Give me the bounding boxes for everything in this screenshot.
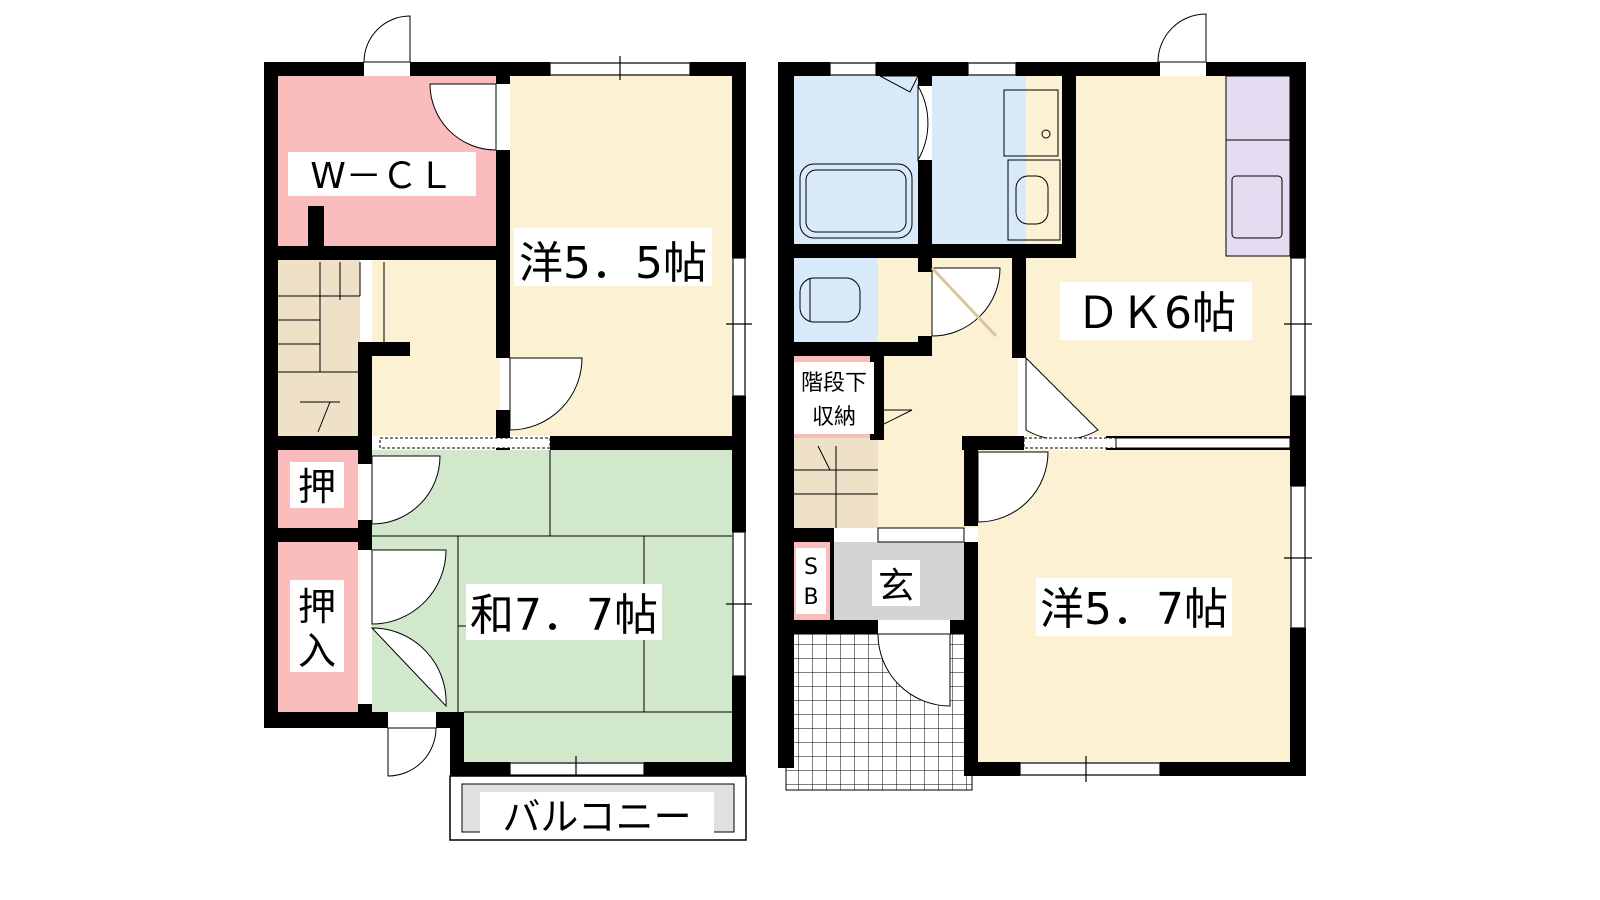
door-western-2 (977, 451, 1049, 523)
door-1f-top (1157, 13, 1207, 63)
toilet (799, 277, 861, 323)
door-bath (917, 84, 929, 162)
wcl-label: W－ＣＬ (310, 156, 454, 197)
door-2f-bottom (387, 727, 437, 777)
closet-small-label: 押 (298, 465, 336, 509)
doors-1f (877, 13, 1291, 707)
shoe-box-label-line2: B (803, 585, 818, 610)
fixtures-1f (799, 75, 1290, 323)
kitchen-counter (1225, 75, 1291, 257)
door-2f-top (363, 15, 411, 63)
label-backgrounds-1f (794, 282, 1252, 636)
door-wcl (429, 83, 497, 151)
stairs-2f-floor (278, 260, 360, 436)
balcony-label: バルコニー (502, 795, 691, 839)
hall-step (877, 527, 965, 543)
door-closet-small (371, 455, 441, 525)
windows-2f (509, 56, 752, 782)
stairs-2f (278, 262, 385, 433)
japanese-room-alcove (464, 712, 732, 762)
washbasin (1007, 159, 1061, 241)
kitchen-sink (1231, 175, 1283, 239)
door-closet-large-a (371, 549, 447, 625)
closet-large-label-line2: 入 (298, 629, 336, 673)
western-room-1-label: 洋5．5帖 (519, 238, 707, 289)
entrance-label: 玄 (878, 566, 914, 607)
dk-label: ＤＫ6帖 (1076, 288, 1236, 339)
under-stair-storage-label-line1: 階段下 (801, 371, 867, 396)
first-floor-plan: ＤＫ6帖 洋5．7帖 階段下 収納 玄 S B (778, 13, 1312, 791)
bath-floor (794, 76, 918, 244)
doors-2f (363, 15, 583, 777)
under-stair-storage-label-line2: 収納 (812, 405, 856, 430)
door-western-1 (509, 357, 583, 431)
second-floor-plan: W－ＣＬ 洋5．5帖 押 押 入 和7．7帖 バルコニー (264, 15, 752, 841)
closet-large-label-line1: 押 (298, 585, 336, 629)
label-backgrounds-2f (288, 152, 714, 836)
door-entrance (877, 633, 951, 707)
windows-1f (829, 62, 1312, 782)
sliding-door-1f (1023, 437, 1117, 449)
bathtub (799, 163, 913, 239)
washing-machine (1003, 89, 1059, 157)
door-closet-large-b (370, 627, 447, 708)
walls-2f (264, 62, 746, 776)
japanese-room-label: 和7．7帖 (470, 590, 658, 641)
shoe-box-label-line1: S (804, 555, 818, 580)
western-room-2-label: 洋5．7帖 (1040, 584, 1228, 635)
sliding-door-2f (379, 437, 551, 449)
